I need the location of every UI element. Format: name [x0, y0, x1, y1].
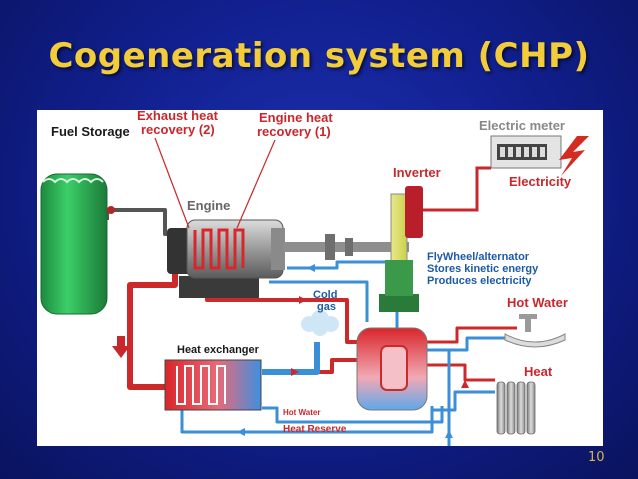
arrow-up-icon	[461, 380, 469, 388]
engine-heat-coil	[193, 228, 245, 270]
cogeneration-diagram: Fuel Storage Engine Inverter FlyWheel/al…	[37, 110, 603, 446]
svg-text:Exhaust heat: Exhaust heat	[137, 110, 219, 123]
cold-gas-label: Cold gas	[313, 289, 337, 313]
arrow-up-icon	[445, 430, 453, 438]
arrow-left-icon	[307, 264, 315, 272]
exhaust-hot-pipe	[127, 260, 178, 390]
inverter	[379, 186, 423, 312]
svg-text:gas: gas	[317, 301, 336, 313]
exchanger-coil	[176, 365, 226, 405]
exhaust-pointer	[154, 137, 190, 229]
electricity-label: Electricity	[509, 174, 572, 189]
heat-reserve-tank	[356, 327, 428, 411]
fuel-storage-label: Fuel Storage	[51, 124, 130, 139]
heat-label: Heat	[524, 364, 553, 379]
hot-water-return	[427, 336, 512, 352]
cold-return-mid	[269, 280, 369, 322]
svg-text:Produces electricity: Produces electricity	[427, 275, 532, 287]
heat-exchanger-label: Heat exchanger	[177, 344, 260, 356]
svg-text:Cold: Cold	[313, 289, 337, 301]
page-number: 10	[588, 450, 605, 465]
hot-water-small-label: Hot Water	[283, 408, 320, 417]
engine	[167, 219, 409, 298]
svg-text:Stores kinetic energy: Stores kinetic energy	[427, 263, 539, 275]
engine-label: Engine	[187, 198, 230, 213]
arrow-right-icon	[299, 296, 307, 304]
heat-reserve-label: Heat Reserve	[283, 424, 347, 435]
heat-pipe	[427, 363, 495, 382]
flow-arrows	[237, 264, 469, 438]
hot-water-label: Hot Water	[507, 295, 568, 310]
slide-title: Cogeneration system (CHP)	[48, 36, 590, 76]
radiator	[496, 381, 536, 435]
arrow-right-icon	[291, 368, 299, 376]
electric-meter-label: Electric meter	[479, 118, 565, 133]
electric-meter	[490, 135, 562, 169]
svg-text:FlyWheel/alternator: FlyWheel/alternator	[427, 251, 530, 263]
inverter-label: Inverter	[393, 165, 441, 180]
engine-heat-label: Engine heat recovery (1)	[257, 110, 333, 139]
flywheel-label: FlyWheel/alternator Stores kinetic energ…	[427, 251, 539, 287]
lightning-bolt-icon	[559, 136, 589, 176]
fuel-tank	[40, 173, 115, 315]
heat-exchanger	[164, 359, 262, 411]
electricity-wire	[423, 166, 491, 212]
cold-gas-cloud	[301, 310, 339, 336]
svg-text:recovery (1): recovery (1)	[257, 124, 331, 139]
engine-heat-pointer	[236, 139, 276, 229]
hot-water-pipe	[422, 326, 517, 344]
sink	[504, 314, 566, 348]
heat-return	[432, 390, 495, 412]
cold-return-bottom-2	[262, 406, 444, 424]
cold-return-bottom	[180, 402, 434, 434]
cold-gas-pipe	[262, 342, 320, 375]
exhaust-heat-label: Exhaust heat recovery (2)	[137, 110, 219, 137]
svg-text:recovery (2): recovery (2)	[141, 122, 215, 137]
down-arrow-icon	[112, 336, 130, 358]
svg-text:Engine heat: Engine heat	[259, 110, 333, 125]
arrow-left-icon	[237, 428, 245, 436]
